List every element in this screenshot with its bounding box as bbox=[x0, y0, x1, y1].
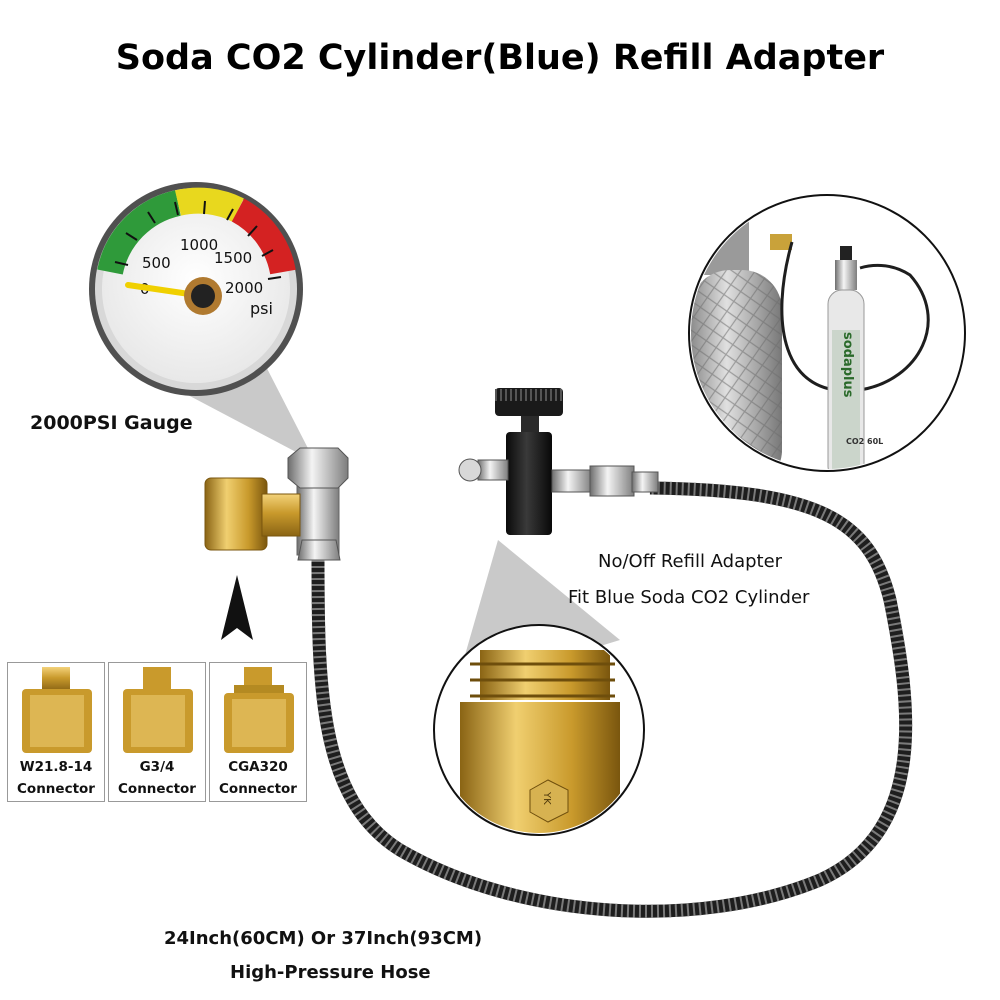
usage-inset: sodaplus CO2 60L bbox=[688, 194, 966, 472]
adapter-caption-line2: Fit Blue Soda CO2 Cylinder bbox=[568, 587, 810, 608]
connector-illustration bbox=[224, 667, 294, 753]
hose-caption-line2: High-Pressure Hose bbox=[230, 962, 431, 983]
inset-bottle-brand: sodaplus bbox=[840, 332, 855, 398]
gauge-caption: 2000PSI Gauge bbox=[30, 412, 193, 434]
connector-box: CGA320 Connector bbox=[209, 662, 307, 802]
adapter-caption-line1: No/Off Refill Adapter bbox=[598, 551, 783, 572]
connector-box: W21.8-14 Connector bbox=[7, 662, 105, 802]
gauge-tick-1500: 1500 bbox=[214, 249, 252, 267]
refill-adapter bbox=[458, 388, 659, 535]
connector-box: G3/4 Connector bbox=[108, 662, 206, 802]
valve-stamp: YK bbox=[541, 791, 552, 805]
gauge-adapter-body bbox=[204, 447, 349, 561]
gauge-tick-1000: 1000 bbox=[180, 236, 218, 254]
high-pressure-hose bbox=[311, 481, 913, 918]
connector-name: W21.8-14 bbox=[19, 759, 93, 775]
connector-illustration bbox=[123, 667, 193, 753]
connector-illustration bbox=[22, 667, 92, 753]
pressure-gauge: 0 500 1000 1500 2000 psi bbox=[89, 182, 303, 396]
inset-bottle-small: CO2 60L bbox=[846, 437, 883, 446]
connector-name: G3/4 bbox=[139, 759, 175, 775]
connector-label: Connector bbox=[219, 781, 297, 797]
connector-name: CGA320 bbox=[228, 759, 288, 775]
hose-caption-line1: 24Inch(60CM) Or 37Inch(93CM) bbox=[164, 928, 483, 949]
valve-closeup: YK bbox=[433, 624, 645, 836]
gauge-unit: psi bbox=[250, 299, 273, 318]
connector-label: Connector bbox=[17, 781, 95, 797]
gauge-tick-500: 500 bbox=[142, 254, 171, 272]
connector-label: Connector bbox=[118, 781, 196, 797]
up-arrow-icon bbox=[221, 575, 253, 640]
gauge-tick-2000: 2000 bbox=[225, 279, 263, 297]
page-title: Soda CO2 Cylinder(Blue) Refill Adapter bbox=[115, 38, 885, 78]
